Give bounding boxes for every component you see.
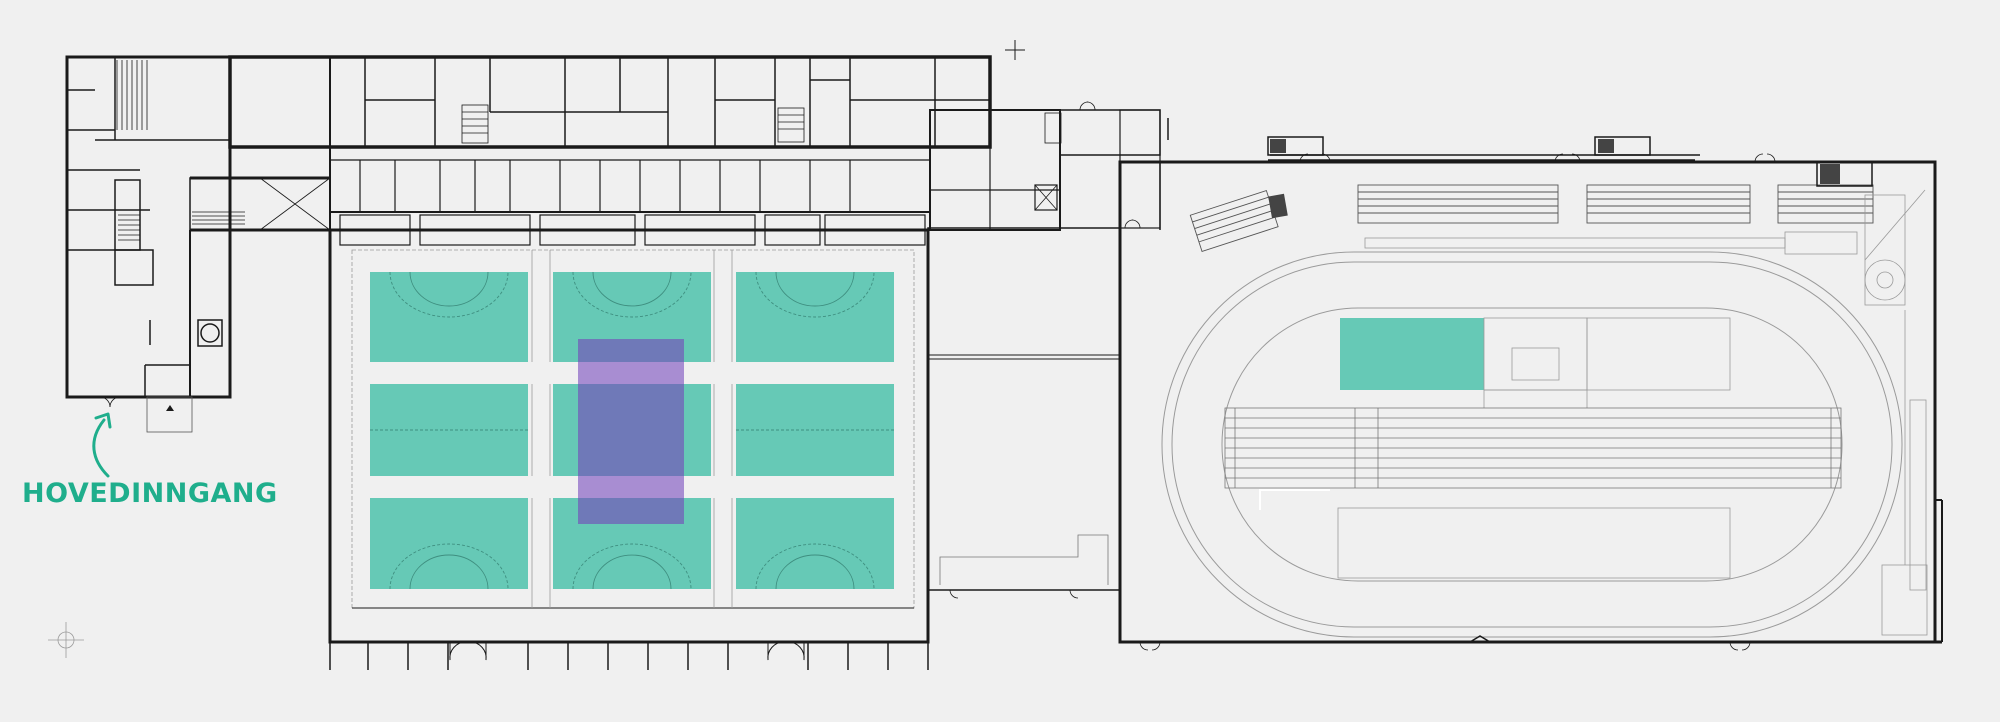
main-entrance-label: HOVEDINNGANG — [22, 478, 278, 509]
athletics-hall — [1118, 136, 1943, 644]
entrance-wing — [65, 55, 232, 433]
middle-hall — [927, 227, 1122, 640]
connecting-corridor — [189, 176, 331, 232]
court-3 — [736, 272, 894, 589]
green-zone — [1340, 318, 1484, 390]
curved-arrow-up-icon — [92, 412, 112, 478]
highlighted-court — [578, 339, 684, 524]
office-block — [228, 40, 1169, 246]
north-marker-icon — [48, 622, 84, 658]
court-1 — [370, 272, 528, 589]
